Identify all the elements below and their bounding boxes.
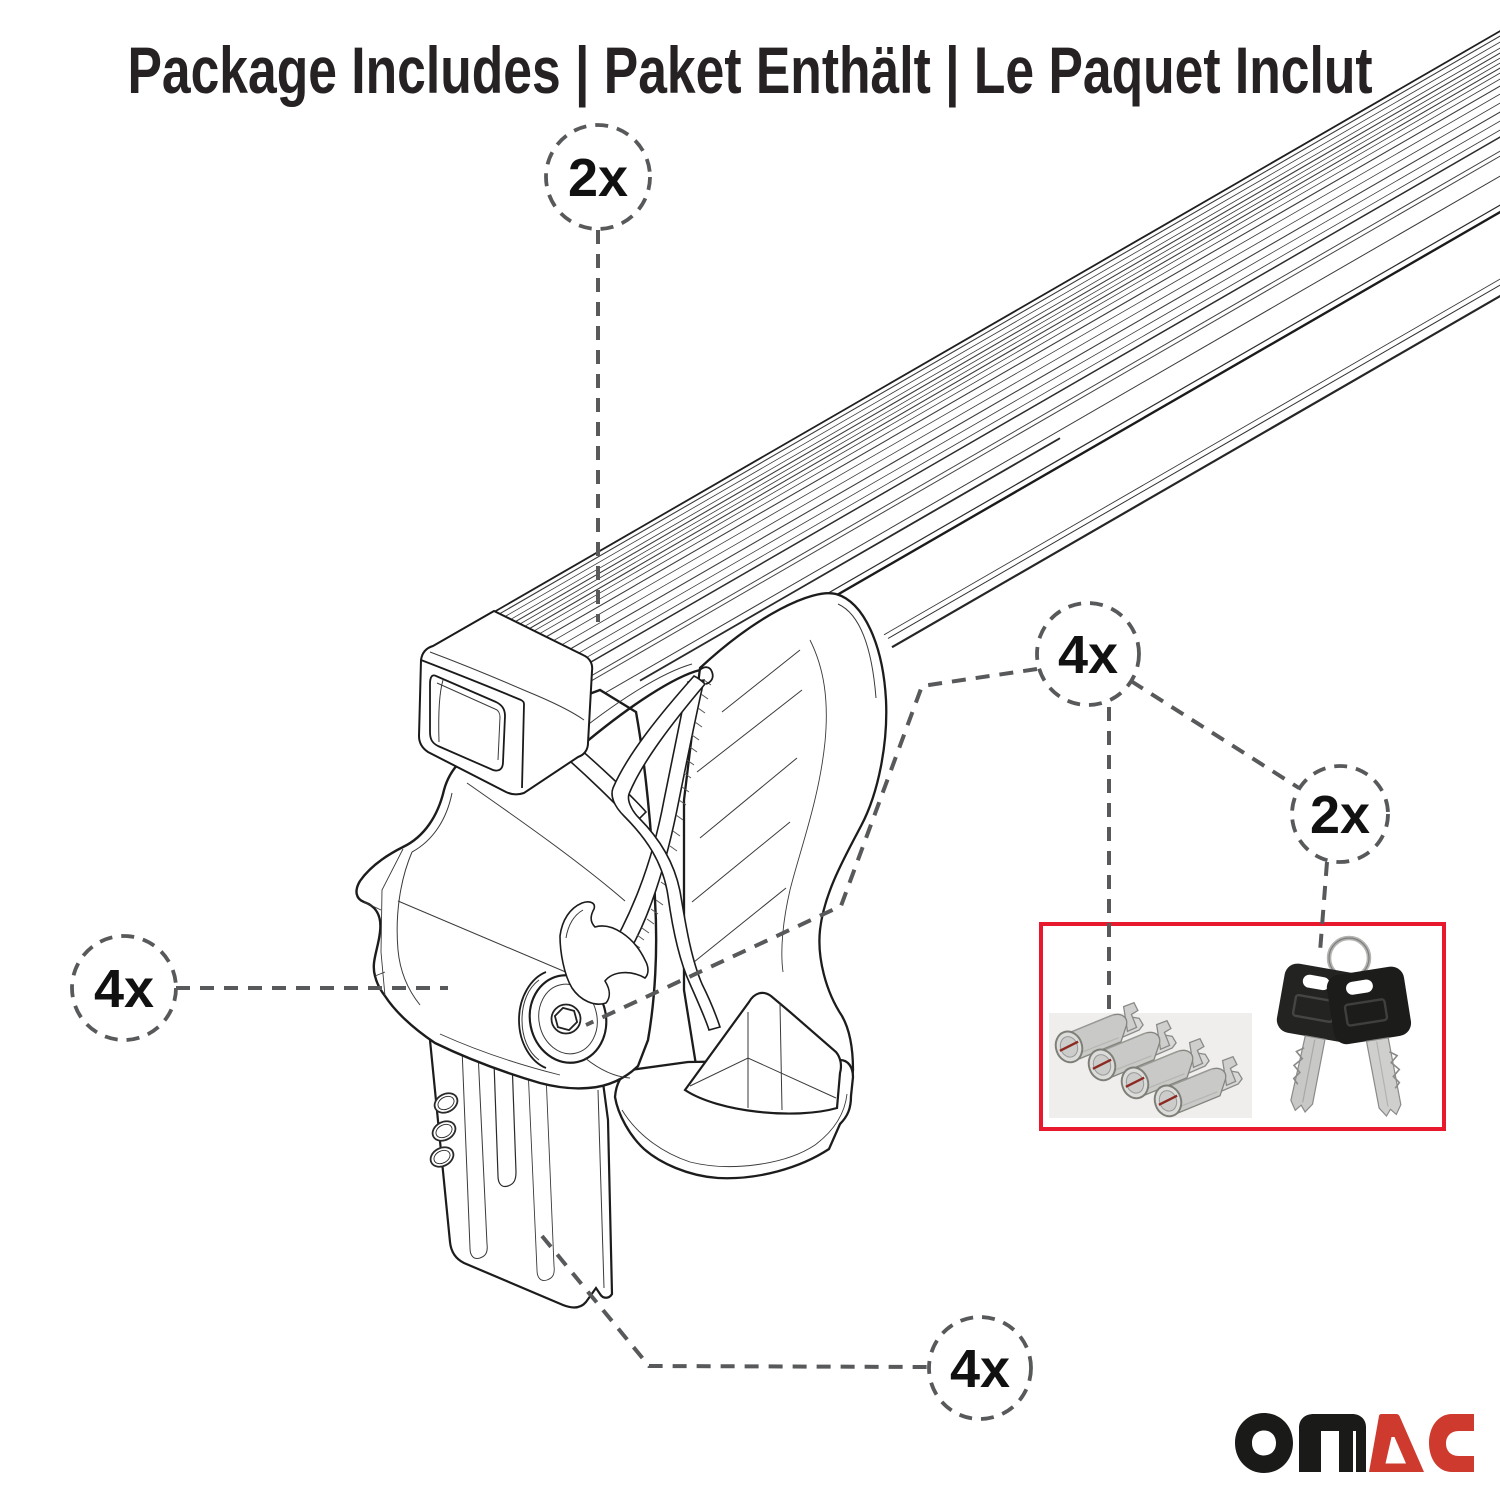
svg-text:2x: 2x — [1310, 785, 1370, 845]
svg-text:4x: 4x — [1058, 625, 1118, 685]
svg-text:Package Includes | Paket Enthä: Package Includes | Paket Enthält | Le Pa… — [127, 34, 1372, 108]
svg-text:4x: 4x — [94, 959, 154, 1019]
svg-text:4x: 4x — [950, 1339, 1010, 1399]
svg-text:2x: 2x — [568, 148, 628, 208]
